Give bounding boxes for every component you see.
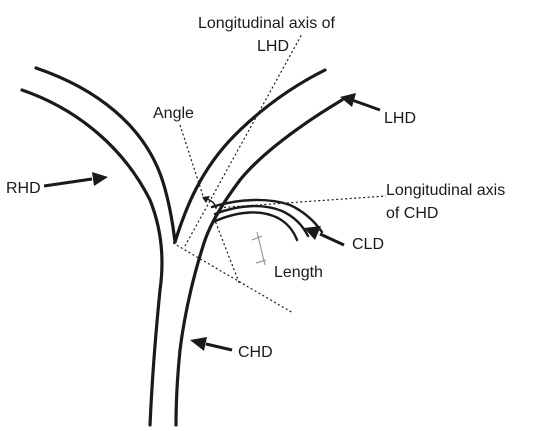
length-measure-line [257, 232, 265, 265]
label-rhd: RHD [6, 180, 41, 197]
chd-arrow-shaft [206, 344, 232, 350]
chd-arrow-icon [190, 337, 207, 351]
length-measure-tick-1 [252, 236, 262, 240]
label-angle: Angle [153, 105, 194, 122]
label-cld: CLD [352, 236, 384, 253]
label-lhd-axis-line1: Longitudinal axis of [198, 15, 336, 32]
rhd-arrow-icon [92, 172, 108, 186]
length-baseline-2 [214, 218, 240, 285]
angle-leader-line [180, 125, 205, 202]
label-lhd: LHD [384, 110, 416, 127]
label-chd: CHD [238, 344, 273, 361]
label-chd-axis-line1: Longitudinal axis [386, 182, 505, 199]
chd-right-wall [176, 240, 205, 425]
lhd-inner-wall [175, 70, 325, 242]
cld-lower-wall [213, 212, 297, 240]
lhd-outer-wall [205, 100, 342, 240]
lhd-arrow-shaft [352, 100, 380, 110]
label-length: Length [274, 264, 323, 281]
label-chd-axis-line2: of CHD [386, 205, 438, 222]
label-lhd-axis-line2: LHD [257, 38, 289, 55]
rhd-arrow-shaft [44, 179, 92, 186]
cld-arrow-shaft [320, 234, 344, 245]
